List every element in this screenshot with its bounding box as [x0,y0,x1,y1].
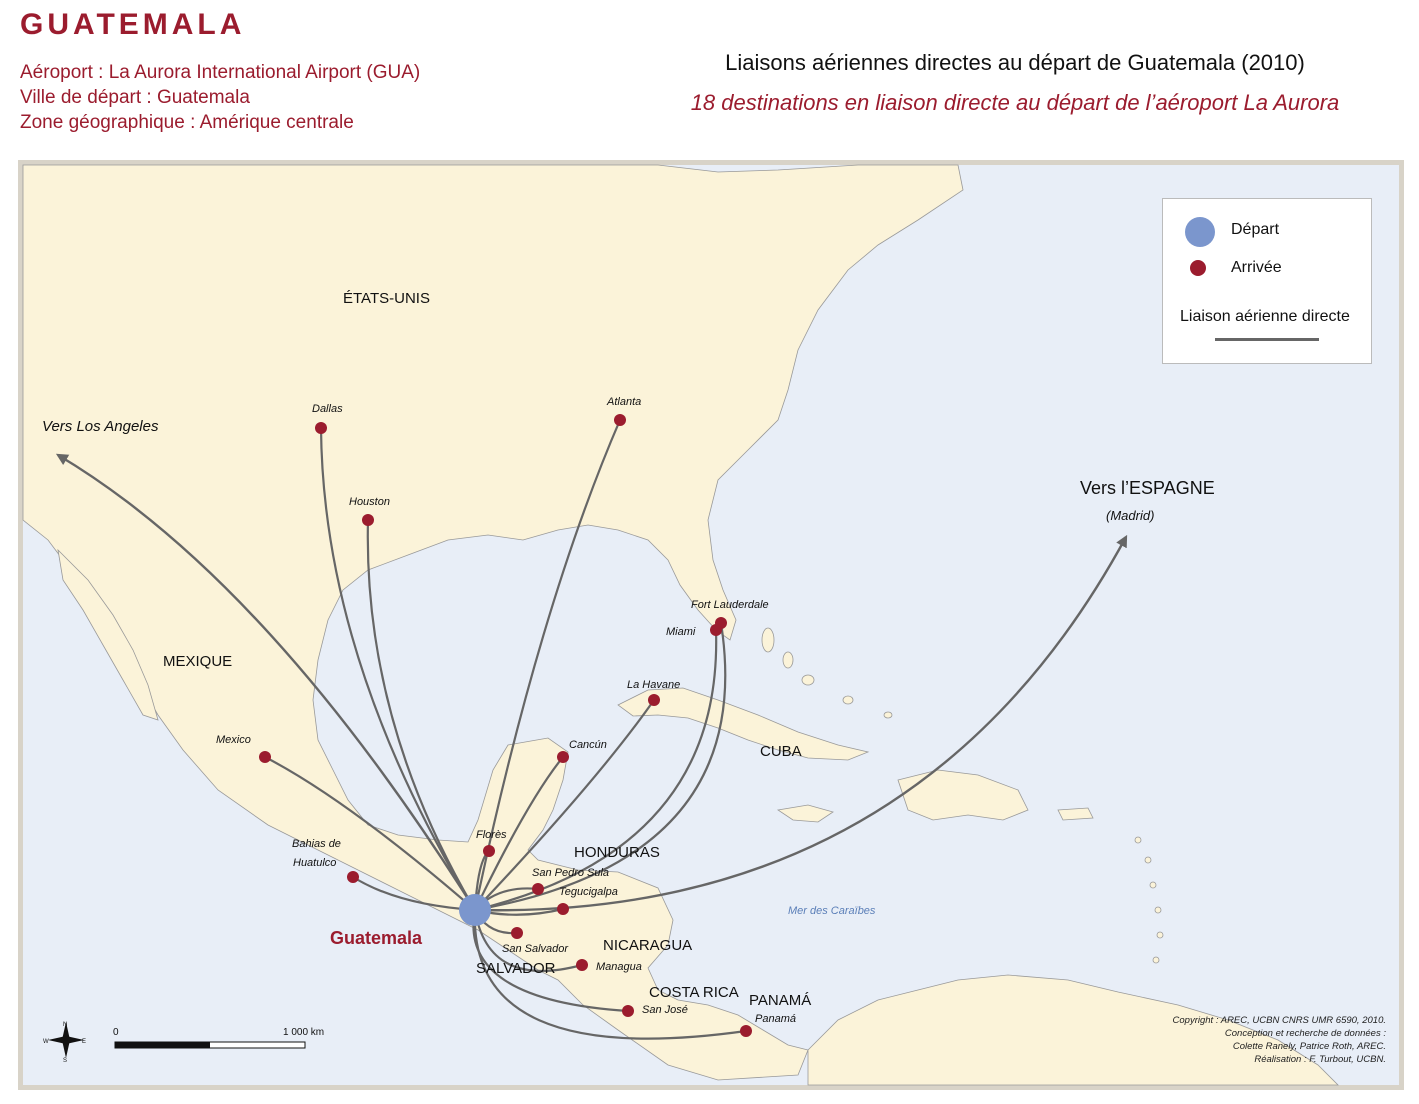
compass-rose-icon: N S E W [43,1022,86,1064]
label-usa: ÉTATS-UNIS [343,290,430,307]
puerto-rico-island [1057,807,1094,821]
label-houston: Houston [349,496,390,508]
dot-panama[interactable] [740,1025,752,1037]
cuba-island [617,687,870,761]
zone-line: Zone géographique : Amérique centrale [20,112,354,133]
dot-atlanta[interactable] [614,414,626,426]
label-la-havane: La Havane [627,679,680,691]
label-guatemala-origin: Guatemala [330,928,423,948]
label-costa-rica: COSTA RICA [649,984,739,1001]
route-dallas [319,427,476,911]
dot-la-havane[interactable] [648,694,660,706]
map-subtitle: 18 destinations en liaison directe au dé… [690,90,1340,115]
airport-line: Aéroport : La Aurora International Airpo… [20,62,421,83]
guatemala-origin-dot[interactable] [459,894,491,926]
svg-text:E: E [82,1039,86,1045]
scale-zero: 0 [113,1027,119,1038]
destinations-layer [259,414,752,1037]
label-managua: Managua [596,961,642,973]
label-dallas: Dallas [312,403,343,415]
route-espagne [474,534,1128,912]
svg-text:S: S [63,1058,67,1064]
dot-san-pedro-sula[interactable] [532,883,544,895]
label-vers-espagne: Vers l’ESPAGNE [1080,478,1215,498]
route-huatulco [352,876,476,912]
label-panama-city: Panamá [755,1013,796,1025]
dot-cancun[interactable] [557,751,569,763]
label-fort-lauderdale: Fort Lauderdale [691,599,769,611]
dot-houston[interactable] [362,514,374,526]
label-mexico-city: Mexico [216,734,251,746]
label-madrid: (Madrid) [1106,508,1154,523]
legend: Départ Arrivée Liaison aérienne directe [1162,198,1372,364]
scale-max: 1 000 km [283,1027,324,1038]
label-atlanta: Atlanta [606,396,641,408]
hispaniola-island [897,769,1029,821]
legend-arrivee-label: Arrivée [1231,259,1282,276]
label-salvador: SALVADOR [476,960,556,977]
label-huatulco-2: Huatulco [293,857,336,869]
route-mexico [264,756,476,911]
jamaica-island [776,804,834,823]
label-caribbean-sea: Mer des Caraïbes [788,905,876,917]
label-cancun: Cancún [569,739,607,751]
route-cancun [474,756,564,911]
baja-california [57,548,159,721]
route-fort-lauderdale [474,622,727,912]
label-huatulco-1: Bahias de [292,838,341,850]
label-tegucigalpa: Tegucigalpa [559,886,618,898]
legend-depart-dot [1185,217,1215,247]
dot-dallas[interactable] [315,422,327,434]
country-title: GUATEMALA [20,8,246,41]
map-title: Liaisons aériennes directes au départ de… [725,50,1305,75]
label-vers-los-angeles: Vers Los Angeles [42,418,159,435]
route-la-havane [474,699,655,911]
north-america-land [22,164,964,1081]
legend-depart-label: Départ [1231,221,1280,238]
credit-line: Copyright : AREC, UCBN CNRS UMR 6590, 20… [1172,1015,1386,1026]
credit-line: Conception et recherche de données : [1224,1028,1386,1039]
label-san-jose: San José [642,1004,688,1016]
dot-managua[interactable] [576,959,588,971]
label-panama-country: PANAMÁ [749,992,811,1009]
svg-text:W: W [43,1039,49,1045]
dot-flores[interactable] [483,845,495,857]
label-miami: Miami [666,626,696,638]
label-san-pedro-sula: San Pedro Sula [532,867,609,879]
route-panama [473,909,747,1040]
south-america-land [807,974,1339,1086]
route-los-angeles [55,453,477,911]
credits: Copyright : AREC, UCBN CNRS UMR 6590, 20… [1150,1014,1386,1066]
route-atlanta [473,419,622,911]
routes-layer [55,419,1128,1040]
label-san-salvador: San Salvador [502,943,569,955]
dot-miami[interactable] [710,624,722,636]
credit-line: Réalisation : F. Turbout, UCBN. [1254,1054,1386,1065]
label-mexico: MEXIQUE [163,653,232,670]
lesser-antilles [1134,836,1164,964]
credit-line: Colette Ranely, Patrice Roth, AREC. [1232,1041,1386,1052]
dot-tegucigalpa[interactable] [557,903,569,915]
scale-bar: 0 1 000 km [113,1027,324,1049]
label-honduras: HONDURAS [574,844,660,861]
label-cuba: CUBA [760,743,802,760]
dot-san-jose[interactable] [622,1005,634,1017]
label-flores: Florès [476,829,507,841]
route-san-jose [472,909,629,1013]
svg-text:N: N [63,1022,67,1028]
bahamas-islands [761,627,893,719]
legend-liaison-line [1215,338,1319,341]
route-houston [366,519,476,911]
legend-liaison-label: Liaison aérienne directe [1180,308,1350,325]
city-line: Ville de départ : Guatemala [20,87,250,108]
legend-arrivee-dot [1190,260,1206,276]
dot-huatulco[interactable] [347,871,359,883]
label-nicaragua: NICARAGUA [603,937,692,954]
route-managua [473,909,583,973]
dot-san-salvador[interactable] [511,927,523,939]
dot-mexico[interactable] [259,751,271,763]
